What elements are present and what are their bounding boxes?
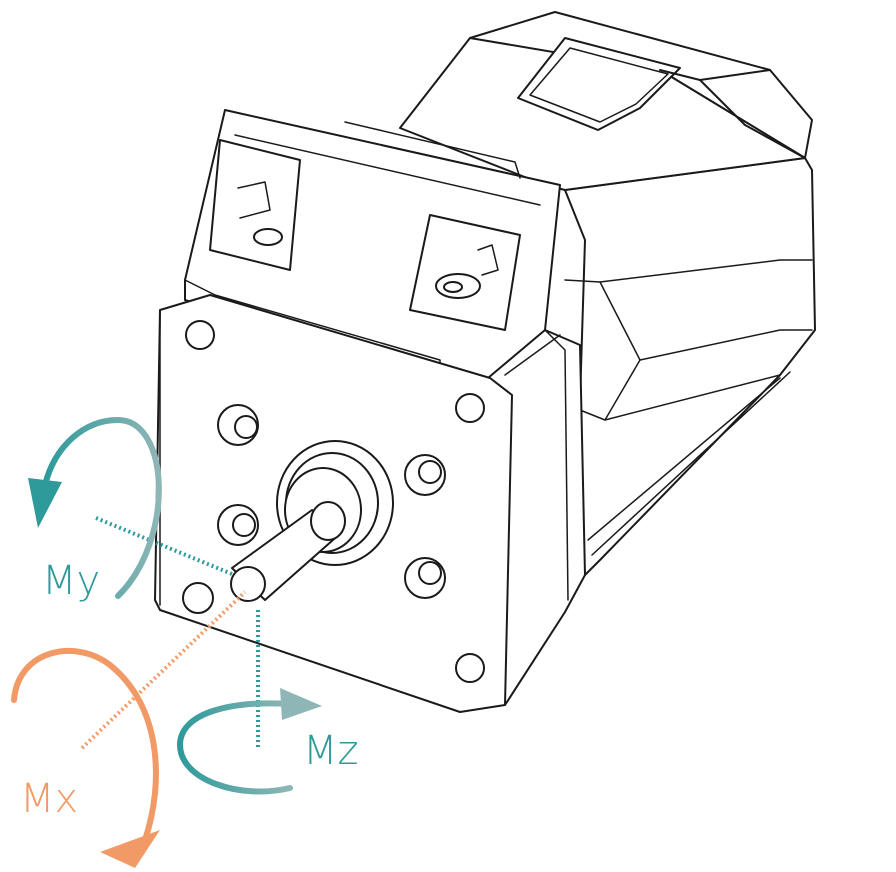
mx-label: Mx: [20, 776, 78, 822]
mz-label: Mz: [303, 728, 359, 774]
my-rotation-arrow-icon: [28, 416, 162, 599]
front-plate: [154, 294, 513, 713]
mz-rotation-arrow-icon: [176, 688, 322, 795]
mx-rotation-arrow-icon: [11, 648, 160, 868]
axis-x-line: [80, 590, 247, 750]
motor-housing: [399, 11, 816, 576]
my-label: My: [42, 558, 100, 604]
